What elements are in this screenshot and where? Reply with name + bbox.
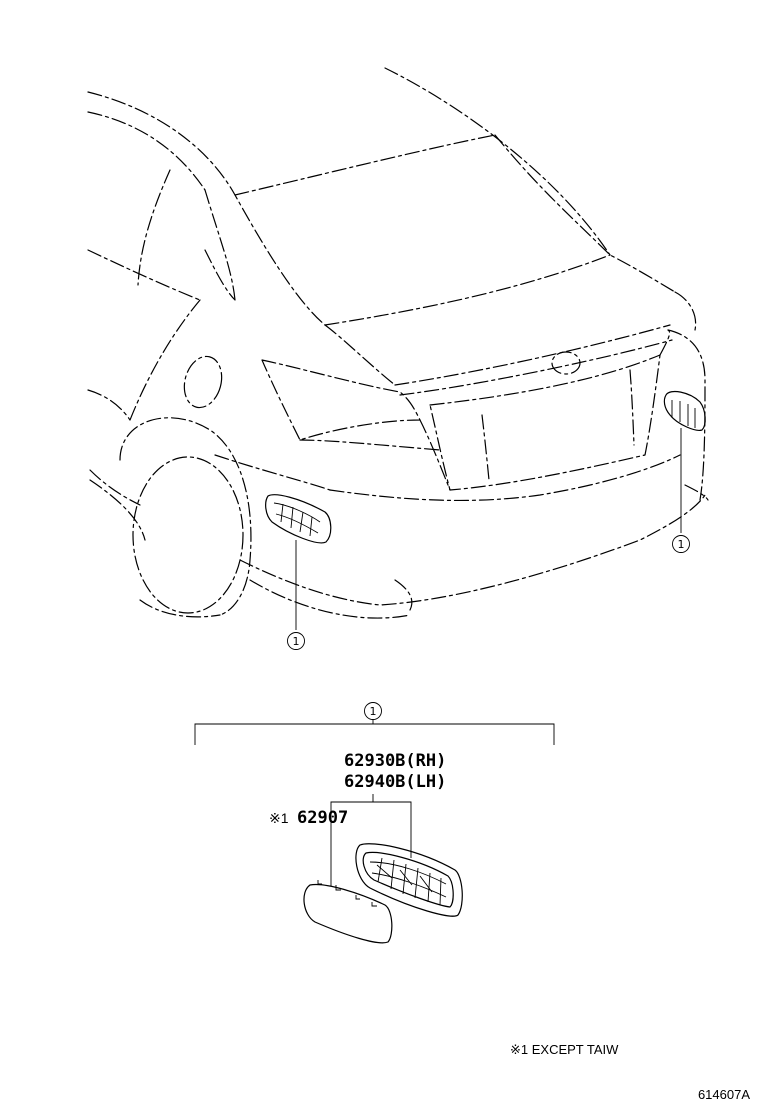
assembly-bracket: 1 (194, 702, 555, 745)
callout-right: 1 (672, 535, 690, 553)
cover-note-mark: ※1 (269, 810, 289, 826)
part-number-rh: 62930B(RH) (344, 751, 446, 771)
callout-left: 1 (287, 632, 305, 650)
footnote: ※1 EXCEPT TAIW (510, 1042, 619, 1057)
part-number-lh: 62940B(LH) (344, 772, 446, 792)
air-duct-left-on-car (265, 494, 332, 544)
car-rear-illustration (87, 67, 709, 619)
svg-text:1: 1 (370, 705, 377, 718)
part-number-cover: 62907 (297, 808, 348, 828)
cover-exploded (303, 880, 393, 944)
air-duct-exploded (355, 843, 463, 917)
svg-text:1: 1 (293, 635, 300, 648)
exploded-leaders (330, 794, 412, 886)
svg-text:1: 1 (678, 538, 685, 551)
figure-id: 614607A (698, 1087, 750, 1102)
callout-bracket: 1 (364, 702, 382, 720)
air-duct-right-on-car (663, 390, 706, 431)
